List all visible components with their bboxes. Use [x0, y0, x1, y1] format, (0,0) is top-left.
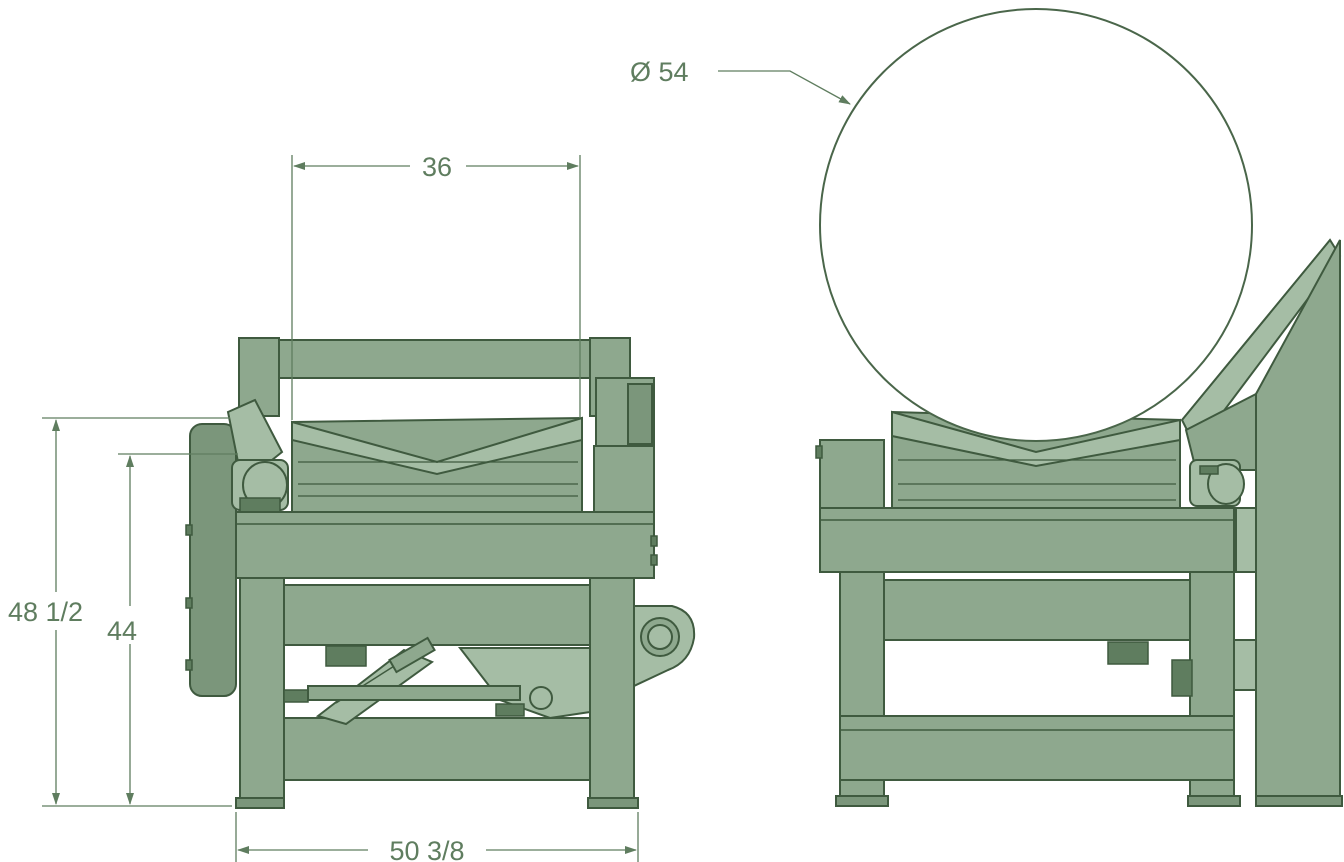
front-rolls [291, 416, 583, 513]
inner-width-label: 36 [422, 152, 452, 182]
coil-outline [819, 8, 1253, 442]
side-base-frame [835, 571, 1343, 807]
front-top-frame [238, 337, 631, 417]
side-view [815, 8, 1343, 807]
table-height-label: 44 [107, 616, 137, 646]
front-gearbox [593, 377, 655, 515]
side-tilt-plate [1180, 238, 1342, 801]
front-base-frame [235, 577, 639, 809]
dimension-overall-height: 48 1/2 [8, 417, 232, 807]
side-left-block [815, 439, 885, 513]
overall-height-label: 48 1/2 [8, 597, 83, 627]
front-motor [231, 459, 289, 513]
front-pivot-lug [633, 605, 696, 688]
coil-diameter-label: Ø 54 [630, 57, 689, 87]
dimension-coil-diameter: Ø 54 [630, 57, 851, 105]
front-tilt-mechanism [307, 636, 591, 726]
front-table [235, 511, 658, 579]
front-view [185, 337, 696, 809]
dimension-table-height: 44 [107, 453, 238, 805]
dimension-overall-length: 50 3/8 [235, 812, 639, 862]
side-motor [1189, 459, 1245, 507]
side-table [819, 507, 1257, 573]
dimension-inner-width: 36 [291, 152, 581, 420]
overall-length-label: 50 3/8 [389, 836, 464, 862]
